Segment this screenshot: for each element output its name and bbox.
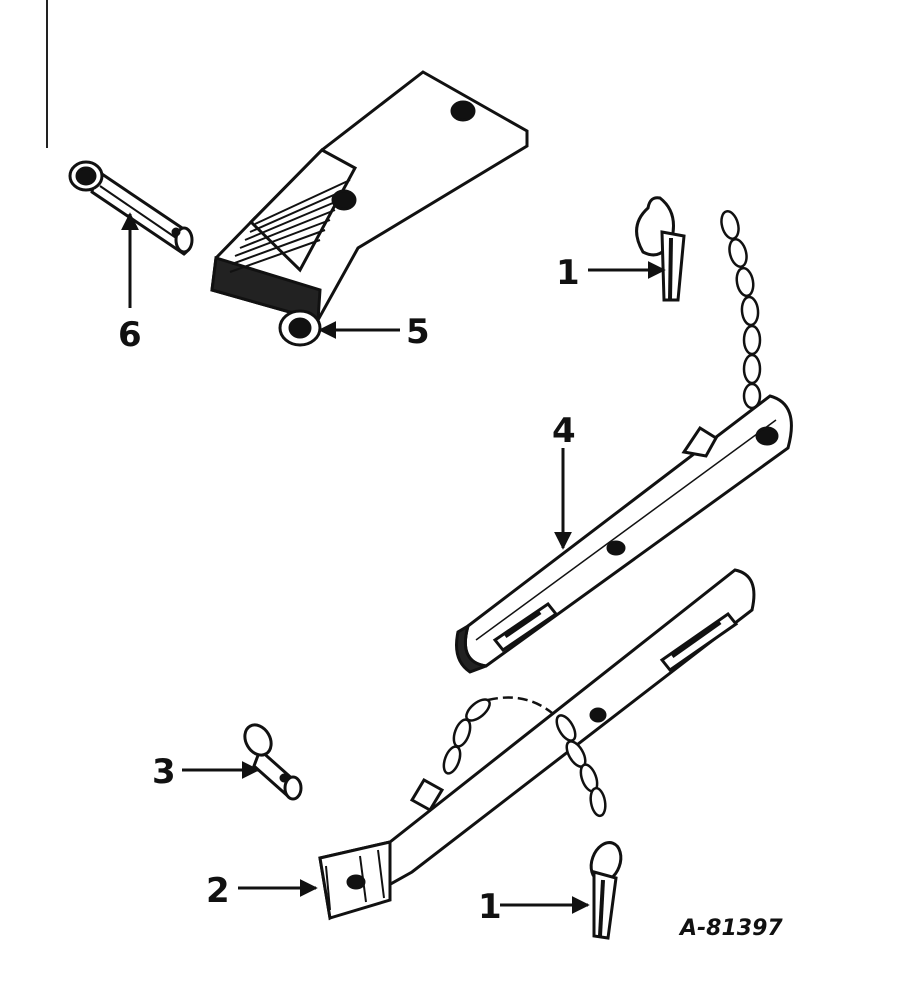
chain-lower <box>442 696 607 818</box>
hitch-bracket-part-5 <box>210 70 529 347</box>
short-pin-part-3 <box>243 723 303 801</box>
callout-6: 6 <box>118 315 142 355</box>
callout-4: 4 <box>552 411 576 451</box>
callout-1-top: 1 <box>556 253 580 293</box>
lower-link-bar-part-2 <box>318 568 756 921</box>
chain-upper <box>720 210 762 410</box>
callout-5: 5 <box>406 312 430 352</box>
lynch-pin-bottom-part-1 <box>589 841 623 940</box>
upper-link-bar-part-4 <box>455 394 793 674</box>
clevis-pin-part-6 <box>68 160 194 256</box>
callout-arrows <box>121 212 666 914</box>
callout-1-bottom: 1 <box>478 887 502 927</box>
lynch-pin-top-part-1 <box>635 196 686 302</box>
callout-3: 3 <box>152 752 176 792</box>
figure-id: A-81397 <box>678 916 783 941</box>
callout-2: 2 <box>206 871 230 911</box>
